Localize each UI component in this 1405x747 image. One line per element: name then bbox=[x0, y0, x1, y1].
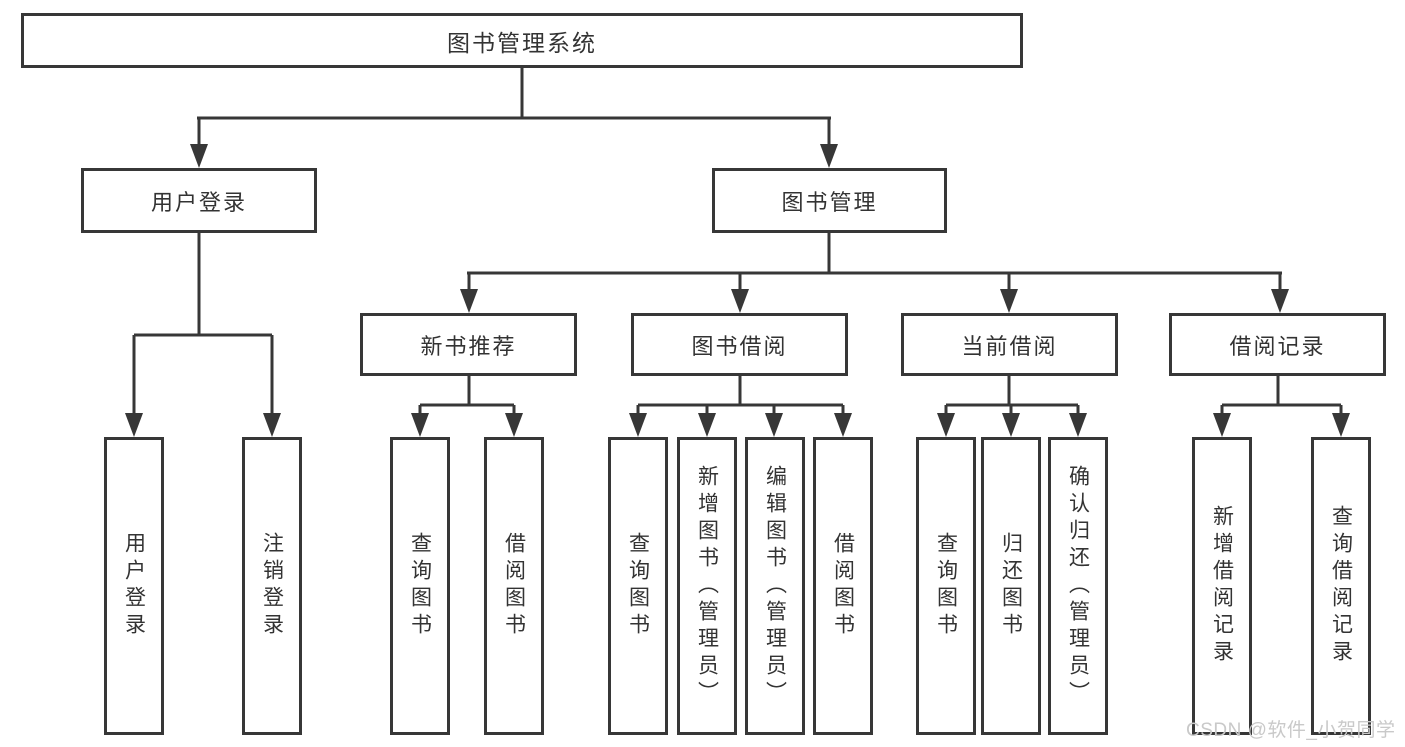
node-user-login: 用户登录 bbox=[81, 168, 317, 233]
leaf-logout: 注销登录 bbox=[242, 437, 302, 735]
node-borrow-record-label: 借阅记录 bbox=[1229, 333, 1326, 359]
leaf-add-books-admin-label: 新增图书（管理员） bbox=[695, 464, 719, 708]
node-new-book-recommend: 新书推荐 bbox=[360, 313, 577, 376]
leaf-user-login-label: 用户登录 bbox=[122, 532, 146, 640]
leaf-edit-books-admin-label: 编辑图书（管理员） bbox=[763, 464, 787, 708]
leaf-borrow-books-1: 借阅图书 bbox=[484, 437, 544, 735]
leaf-return-books-label: 归还图书 bbox=[999, 532, 1023, 640]
leaf-confirm-return-admin-label: 确认归还（管理员） bbox=[1066, 464, 1090, 708]
leaf-borrow-books-2: 借阅图书 bbox=[813, 437, 873, 735]
leaf-query-books-2-label: 查询图书 bbox=[626, 532, 650, 640]
node-book-mgmt-label: 图书管理 bbox=[781, 189, 878, 215]
leaf-add-books-admin: 新增图书（管理员） bbox=[677, 437, 737, 735]
leaf-borrow-books-2-label: 借阅图书 bbox=[831, 532, 855, 640]
leaf-query-books-1-label: 查询图书 bbox=[408, 532, 432, 640]
node-root-label: 图书管理系统 bbox=[447, 29, 597, 56]
node-new-book-recommend-label: 新书推荐 bbox=[420, 333, 517, 359]
node-user-login-label: 用户登录 bbox=[150, 189, 247, 215]
leaf-query-borrow-record-label: 查询借阅记录 bbox=[1329, 505, 1353, 667]
node-book-borrow-label: 图书借阅 bbox=[691, 333, 788, 359]
leaf-query-books-1: 查询图书 bbox=[390, 437, 450, 735]
node-borrow-record: 借阅记录 bbox=[1169, 313, 1386, 376]
leaf-edit-books-admin: 编辑图书（管理员） bbox=[745, 437, 805, 735]
node-current-borrow: 当前借阅 bbox=[901, 313, 1118, 376]
node-book-mgmt: 图书管理 bbox=[712, 168, 947, 233]
leaf-return-books: 归还图书 bbox=[981, 437, 1041, 735]
leaf-query-borrow-record: 查询借阅记录 bbox=[1311, 437, 1371, 735]
leaf-user-login: 用户登录 bbox=[104, 437, 164, 735]
leaf-query-books-3: 查询图书 bbox=[916, 437, 976, 735]
csdn-watermark: CSDN @软件_小贺同学 bbox=[1186, 720, 1396, 741]
leaf-query-books-3-label: 查询图书 bbox=[934, 532, 958, 640]
leaf-query-books-2: 查询图书 bbox=[608, 437, 668, 735]
leaf-confirm-return-admin: 确认归还（管理员） bbox=[1048, 437, 1108, 735]
node-current-borrow-label: 当前借阅 bbox=[961, 333, 1058, 359]
leaf-add-borrow-record: 新增借阅记录 bbox=[1192, 437, 1252, 735]
leaf-logout-label: 注销登录 bbox=[260, 532, 284, 640]
node-root: 图书管理系统 bbox=[21, 13, 1023, 68]
node-book-borrow: 图书借阅 bbox=[631, 313, 848, 376]
leaf-add-borrow-record-label: 新增借阅记录 bbox=[1210, 505, 1234, 667]
leaf-borrow-books-1-label: 借阅图书 bbox=[502, 532, 526, 640]
